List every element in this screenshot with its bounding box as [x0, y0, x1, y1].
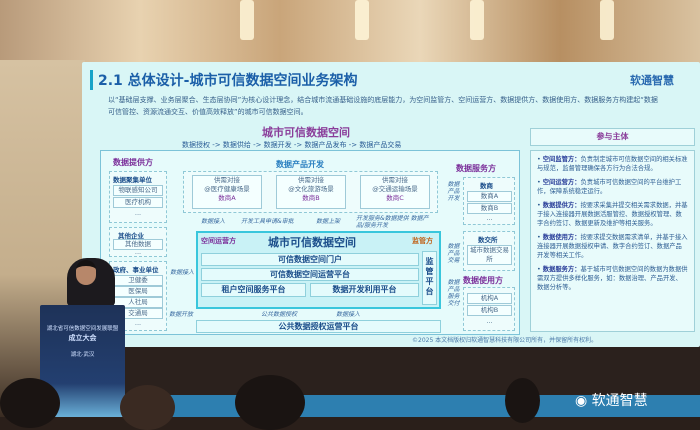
- dev-platform-bar: 数据开发利用平台: [310, 283, 419, 297]
- diagram-title: 城市可信数据空间: [262, 126, 350, 139]
- participant-item: • 数据服务方：基于城市可信数据空间的数据为数据供需双方提供多样化服务，如：数据…: [537, 266, 688, 291]
- arrow-label: 数据开放: [169, 311, 194, 318]
- intro-text: 以“基础层支撑、业务层聚合、生态层协同”为核心设计理念，结合城市流通基础设施的底…: [108, 96, 658, 116]
- provider-group: 数据聚集单位 物联感知公司 医疗机构 ...: [109, 171, 167, 223]
- audience-head: [120, 385, 175, 430]
- arrow-label: 数据上架: [316, 218, 341, 225]
- core-title: 城市可信数据空间: [268, 236, 356, 249]
- provider-group: 其他企业 其他数据 ...: [109, 227, 167, 257]
- wall-light: [470, 0, 484, 40]
- audience-head: [505, 378, 540, 423]
- product-dev-label: 数据产品开发: [276, 160, 324, 169]
- copyright-footer: ©2025 本文档版权归软通智慧科技有限公司所有，并保留所有权利。: [412, 337, 598, 344]
- public-platform-bar: 公共数据授权运营平台: [196, 320, 441, 333]
- arrow-label: 开发服务&数据提供 数据产品/服务开发: [356, 215, 429, 229]
- group-title: 其他企业: [118, 232, 144, 240]
- flow-line: 数据授权 -> 数据供给 -> 数据开发 -> 数据产品发布 -> 数据产品交易: [182, 141, 402, 149]
- group-title: 数据聚集单位: [113, 176, 152, 184]
- arrow-label: 数据产品交易: [447, 243, 460, 264]
- list-item: 医保局: [113, 286, 163, 297]
- portal-bar: 可信数据空间门户: [201, 253, 419, 266]
- slide-title: 2.1 总体设计-城市可信数据空间业务架构: [90, 70, 357, 90]
- architecture-diagram: 数据提供方 数据聚集单位 物联感知公司 医疗机构 ... 其他企业 其他数据 .…: [100, 150, 520, 335]
- panel-title: 参与主体: [530, 128, 695, 146]
- ceiling-wall: [0, 0, 700, 70]
- list-item: 医疗机构: [113, 197, 163, 208]
- wall-light: [355, 0, 369, 40]
- group-title: 数交所: [478, 236, 498, 244]
- service-group: 数商 数商A 数商B ...: [463, 177, 515, 225]
- speaker-head: [76, 260, 96, 285]
- company-logo: 软通智慧: [630, 74, 674, 87]
- list-item: ...: [134, 319, 142, 327]
- ops-platform-bar: 可信数据空间运营平台: [201, 268, 419, 281]
- list-item: 卫健委: [113, 275, 163, 286]
- list-item: 城市数据交易所: [467, 245, 512, 265]
- arrow-label: 数据产品服务交付: [447, 279, 460, 307]
- group-title: 政府、事业单位: [113, 266, 159, 274]
- watermark-text: 软通智慧: [591, 393, 648, 409]
- core-platform: 空间运营方 城市可信数据空间 监管方 可信数据空间门户 可信数据空间运营平台 租…: [196, 231, 441, 309]
- list-item: 机构B: [467, 305, 512, 316]
- podium-line: 成立大会: [68, 334, 97, 342]
- arrow-label: 开发工具申请&审批: [241, 218, 294, 225]
- list-item: ...: [134, 209, 142, 217]
- podium-line: 湖北·武汉: [70, 352, 95, 358]
- arrow-label: 公共数据授权: [261, 311, 298, 318]
- participant-item: • 空间监管方：负责制定城市可信数据空间的相关标准与规范，监督管理确保各方行为合…: [537, 156, 688, 172]
- wall-light: [240, 0, 254, 40]
- audience-head: [0, 378, 60, 428]
- participant-item: • 空间运营方：负责城市可信数据空间的平台维护工作，保障系统稳定运行。: [537, 179, 682, 195]
- arrow-label: 数据产品开发: [447, 181, 460, 202]
- list-item: 机构A: [467, 293, 512, 304]
- user-group: 机构A 机构B ...: [463, 287, 515, 331]
- presentation-slide: 2.1 总体设计-城市可信数据空间业务架构 软通智慧 以“基础层支撑、业务层聚合…: [82, 62, 700, 347]
- exchange-group: 数交所 城市数据交易所: [463, 231, 515, 271]
- tenant-platform-bar: 租户空间服务平台: [201, 283, 306, 297]
- list-item: ...: [486, 317, 493, 325]
- list-item: ...: [486, 214, 493, 222]
- supervise-platform-bar: 监管平台: [422, 251, 437, 305]
- wall-light: [600, 0, 614, 40]
- operator-label: 空间运营方: [201, 237, 236, 245]
- list-item: ...: [134, 248, 142, 256]
- participants-panel: 参与主体 • 空间监管方：负责制定城市可信数据空间的相关标准与规范，监督管理确保…: [530, 128, 695, 332]
- service-label: 数据服务方: [456, 164, 496, 173]
- audience-head: [235, 375, 305, 430]
- list-item: 其他数据: [113, 239, 163, 250]
- podium-line: 湖北省可信数据空间发展联盟: [46, 326, 119, 332]
- podium-text: 湖北省可信数据空间发展联盟 成立大会 湖北·武汉: [40, 325, 125, 360]
- list-item: 数商A: [467, 191, 512, 202]
- user-label: 数据使用方: [463, 276, 503, 285]
- provider-label: 数据提供方: [113, 158, 153, 167]
- scenario-card: 供需对接@医疗健康场景数商A: [192, 175, 262, 209]
- panel-body: • 空间监管方：负责制定城市可信数据空间的相关标准与规范，监督管理确保各方行为合…: [530, 150, 695, 332]
- scenario-card: 供需对接@文化旅游场景数商B: [276, 175, 346, 209]
- arrow-label: 数据接入: [336, 311, 361, 318]
- participant-item: • 数据使用方：按要求提交数据需求清单，并基于接入连接器开展数据授权申请、数字合…: [537, 234, 688, 259]
- provider-group: 政府、事业单位 卫健委 医保局 人社局 交通局 ...: [109, 261, 167, 331]
- group-title: 数商: [480, 182, 493, 190]
- weibo-icon: ◉: [575, 393, 592, 409]
- regulator-label: 监管方: [412, 237, 433, 245]
- participant-item: • 数据提供方：按要求采集并提交相关需求数据，并基于接入连接器开展数据活服管控、…: [537, 202, 688, 227]
- arrow-label: 数据接入: [170, 269, 195, 276]
- scenario-card: 供需对接@交通运输场景数商C: [360, 175, 430, 209]
- product-dev-area: 供需对接@医疗健康场景数商A 供需对接@文化旅游场景数商B 供需对接@交通运输场…: [183, 171, 438, 213]
- list-item: 物联感知公司: [113, 185, 163, 196]
- watermark: ◉ 软通智慧: [575, 390, 648, 410]
- arrow-label: 数据接入: [201, 218, 226, 225]
- list-item: 数商B: [467, 203, 512, 214]
